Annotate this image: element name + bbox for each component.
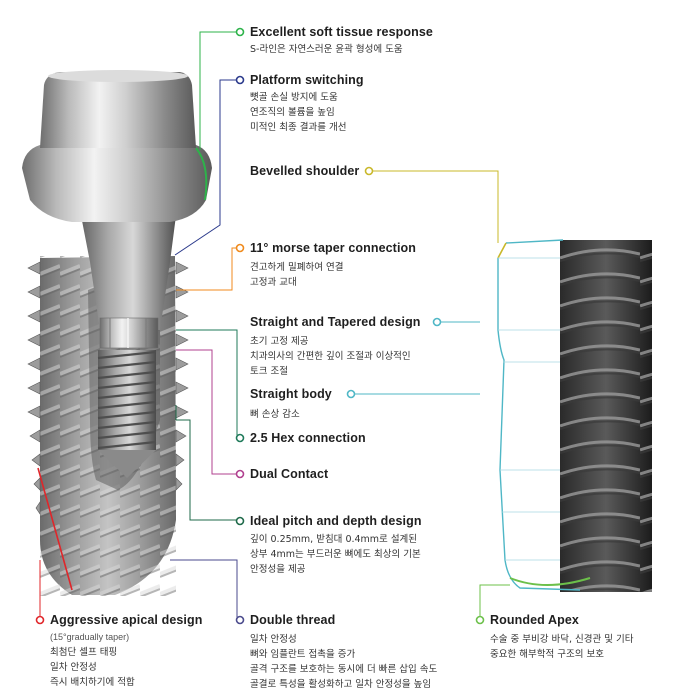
- desc-line: 골격 구조를 보호하는 동시에 더 빠른 삽입 속도: [250, 664, 438, 675]
- feature-desc: 일차 안정성 뼈와 임플란트 접촉을 증가 골격 구조를 보호하는 동시에 더 …: [250, 632, 437, 692]
- desc-line: 견고하게 밀폐하여 연결: [250, 262, 344, 273]
- feature-aggressive-apical: Aggressive apical design (15°gradually t…: [50, 613, 202, 690]
- desc-line: 뼈와 임플란트 접촉을 증가: [250, 649, 356, 660]
- feature-double-thread: Double thread 일차 안정성 뼈와 임플란트 접촉을 증가 골격 구…: [250, 613, 437, 692]
- desc-line: 즉시 배치하기에 적합: [50, 677, 135, 688]
- feature-desc: S-라인은 자연스러운 윤곽 형성에 도움: [250, 42, 433, 57]
- feature-subtitle: (15°gradually taper): [50, 632, 130, 642]
- feature-title: Excellent soft tissue response: [250, 25, 433, 39]
- abutment-screw: [97, 350, 157, 478]
- desc-line: 상부 4mm는 부드러운 뼈에도 최상의 기본: [250, 549, 421, 560]
- feature-desc: 뼛골 손실 방지에 도움 연조직의 볼륨을 높임 미적인 최종 결과를 개선: [250, 90, 364, 135]
- desc-line: 고정과 교대: [250, 277, 297, 288]
- feature-ideal-pitch: Ideal pitch and depth design 깊이 0.25mm, …: [250, 514, 422, 577]
- feature-desc: 최첨단 셀프 태핑 일차 안정성 즉시 배치하기에 적합: [50, 645, 202, 690]
- feature-desc: 깊이 0.25mm, 받침대 0.4mm로 설계된 상부 4mm는 부드러운 뼈…: [250, 532, 422, 577]
- feature-title: Rounded Apex: [490, 613, 579, 627]
- desc-line: 연조직의 볼륨을 높임: [250, 107, 335, 118]
- desc-line: 초기 고정 제공: [250, 336, 309, 347]
- desc-line: 안정성을 제공: [250, 564, 306, 575]
- feature-title: 11° morse taper connection: [250, 241, 416, 255]
- feature-desc: 수술 중 부비강 바닥, 신경관 및 기타 중요한 해부학적 구조의 보호: [490, 632, 634, 662]
- abutment-collar: [22, 145, 212, 222]
- feature-desc: 견고하게 밀폐하여 연결 고정과 교대: [250, 260, 416, 290]
- desc-line: 뼛골 손실 방지에 도움: [250, 92, 338, 103]
- desc-line: 토크 조절: [250, 366, 288, 377]
- desc-line: 골결로 특성을 활성화하고 일차 안정성을 높임: [250, 679, 432, 690]
- feature-straight-body: Straight body 뼈 손상 감소: [250, 387, 332, 422]
- feature-title: 2.5 Hex connection: [250, 431, 366, 445]
- thread-teeth: [27, 261, 189, 515]
- abutment-neck: [78, 200, 178, 330]
- desc-line: 일차 안정성: [50, 662, 97, 673]
- desc-line: 뼈 손상 감소: [250, 409, 300, 420]
- desc-line: 수술 중 부비강 바닥, 신경관 및 기타: [490, 634, 634, 645]
- feature-title: Bevelled shoulder: [250, 164, 360, 178]
- feature-title: Ideal pitch and depth design: [250, 514, 422, 528]
- desc-line: 치과의사의 간편한 깊이 조절과 이상적인: [250, 351, 411, 362]
- feature-bevelled-shoulder: Bevelled shoulder: [250, 164, 359, 178]
- desc-line: 깊이 0.25mm, 받침대 0.4mm로 설계된: [250, 534, 418, 545]
- feature-desc: 초기 고정 제공 치과의사의 간편한 깊이 조절과 이상적인 토크 조절: [250, 334, 421, 379]
- callout-dots: [35, 27, 485, 625]
- feature-morse-taper: 11° morse taper connection 견고하게 밀폐하여 연결 …: [250, 241, 416, 290]
- feature-platform-switching: Platform switching 뼛골 손실 방지에 도움 연조직의 볼륨을…: [250, 73, 364, 135]
- feature-rounded-apex: Rounded Apex 수술 중 부비강 바닥, 신경관 및 기타 중요한 해…: [490, 613, 634, 662]
- xray-implant: [497, 239, 652, 592]
- feature-soft-tissue: Excellent soft tissue response S-라인은 자연스…: [250, 25, 433, 57]
- feature-hex-connection: 2.5 Hex connection: [250, 431, 366, 445]
- abutment-top: [40, 72, 196, 148]
- hex-connector: [99, 317, 159, 349]
- feature-title: Platform switching: [250, 73, 364, 87]
- feature-desc: 뼈 손상 감소: [250, 407, 332, 422]
- desc-line: S-라인은 자연스러운 윤곽 형성에 도움: [250, 44, 403, 55]
- feature-title: Aggressive apical design: [50, 613, 203, 627]
- feature-dual-contact: Dual Contact: [250, 467, 328, 481]
- feature-title: Straight and Tapered design: [250, 315, 421, 329]
- desc-line: 일차 안정성: [250, 634, 297, 645]
- desc-line: 미적인 최종 결과를 개선: [250, 122, 347, 133]
- feature-title: Double thread: [250, 613, 336, 627]
- leader-lines: [39, 31, 510, 618]
- feature-title: Dual Contact: [250, 467, 329, 481]
- implant-cutaway: [22, 70, 212, 596]
- desc-line: 최첨단 셀프 태핑: [50, 647, 118, 658]
- desc-line: 중요한 해부학적 구조의 보호: [490, 649, 604, 660]
- feature-straight-tapered: Straight and Tapered design 초기 고정 제공 치과의…: [250, 315, 421, 379]
- feature-title: Straight body: [250, 387, 332, 401]
